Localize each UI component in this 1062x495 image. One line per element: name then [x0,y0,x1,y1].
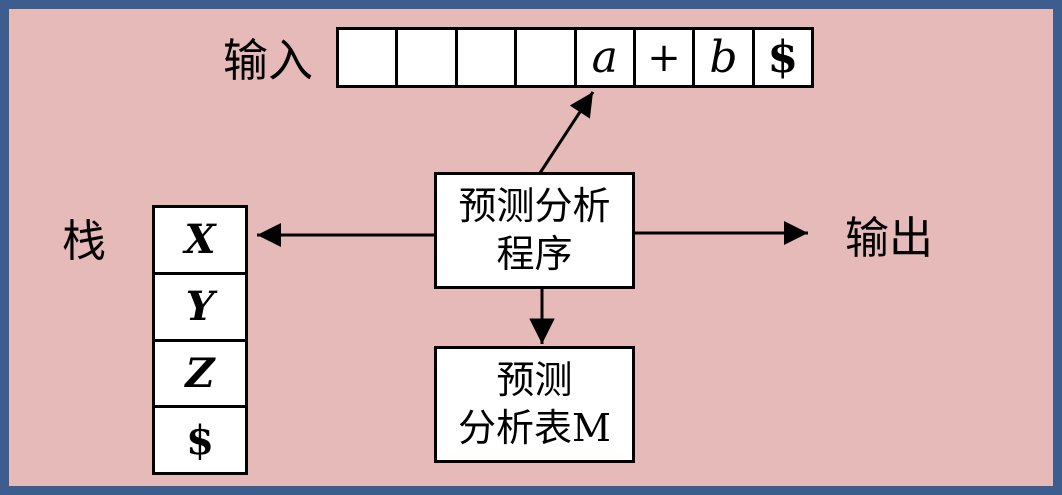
input-tape-cell: + [636,30,696,85]
input-tape-cell: $ [767,32,799,83]
input-tape-cell [339,30,399,85]
stack-cell: Z [155,342,245,409]
stack-cell: $ [186,416,214,464]
parser-box: 预测分析 程序 [434,172,635,289]
stack-label: 栈 [62,216,106,267]
stack-column: X Y Z $ [152,205,248,475]
input-tape: a + b $ [336,27,814,88]
stack-cell: Y [155,275,245,342]
parser-box-line2: 程序 [496,231,573,276]
output-label: 输出 [845,213,933,264]
parse-table-box-line1: 预测 [496,357,573,402]
input-tape-cell [458,30,518,85]
input-tape-cell [517,30,577,85]
stack-cell: X [155,208,245,275]
arrow-parser-to-input [538,91,595,174]
input-label: 输入 [222,33,313,87]
input-tape-cell [398,30,458,85]
input-tape-cell: b [695,30,755,85]
parse-table-box-line2: 分析表M [458,405,611,450]
parse-table-box: 预测 分析表M [434,346,635,463]
input-tape-cell: a [577,30,636,85]
parser-box-line1: 预测分析 [458,183,611,228]
